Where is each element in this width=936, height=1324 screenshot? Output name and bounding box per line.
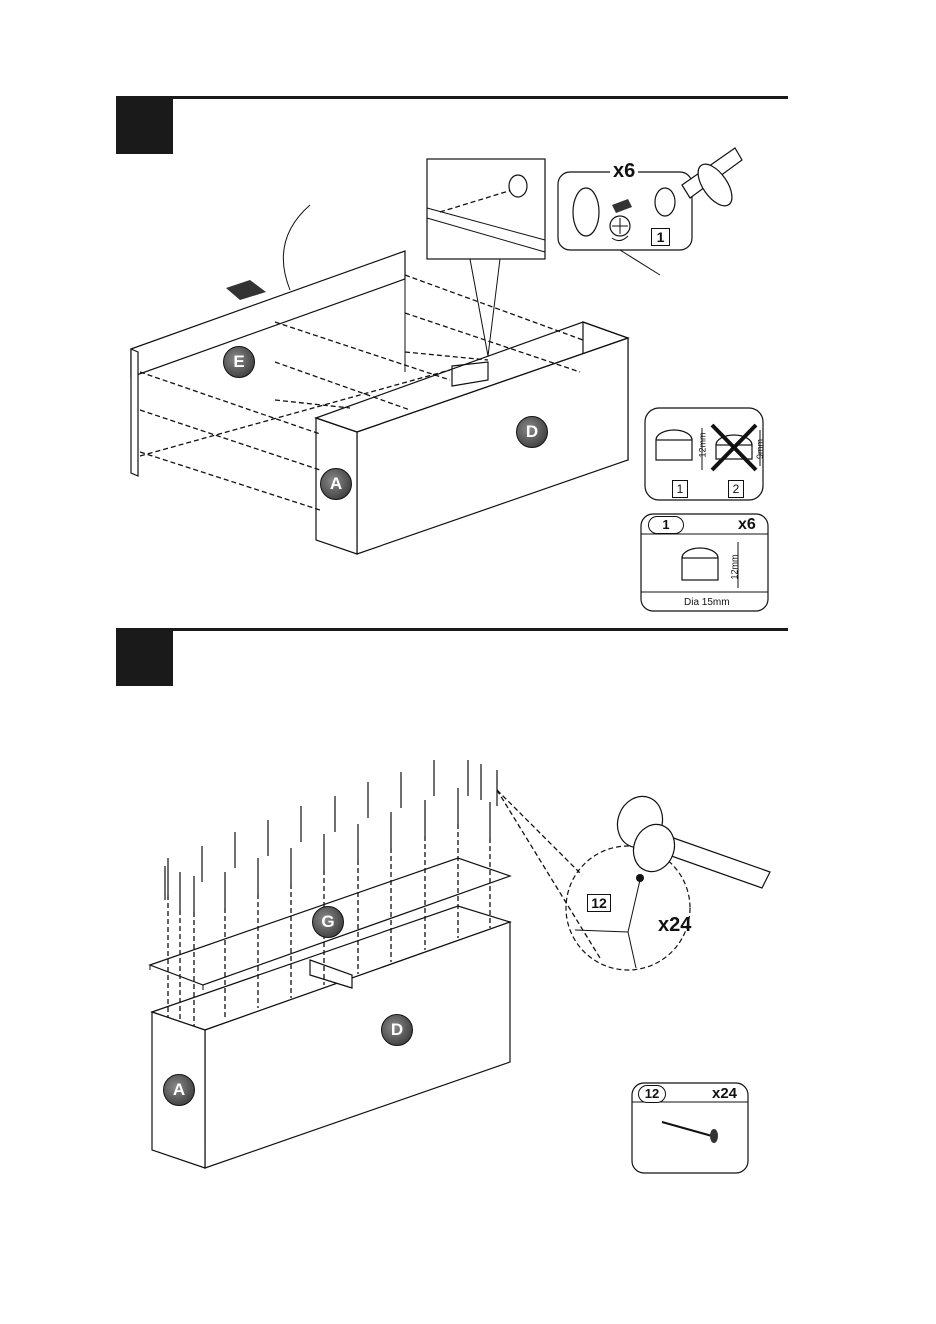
cam-compare-ok-label: 1 (672, 480, 688, 498)
magnifier-leader-1 (497, 790, 582, 875)
parts-box-cam-diameter: Dia 15mm (684, 597, 730, 608)
part-label-d-step2: D (381, 1014, 413, 1046)
part-label-d: D (516, 416, 548, 448)
cam-compare-bad-depth: 9mm (755, 439, 765, 459)
nail-head-detail (636, 874, 644, 882)
nail-icon-head (710, 1129, 718, 1143)
part-label-e: E (223, 346, 255, 378)
cam-callout-part-no: 1 (651, 228, 670, 246)
nail-callout-part-no: 12 (587, 894, 611, 912)
parts-box-nail-part-no: 12 (638, 1085, 666, 1103)
parts-box-cam-count: x6 (738, 516, 756, 534)
part-label-g: G (312, 906, 344, 938)
cam-compare-bad-label: 2 (728, 480, 744, 498)
part-label-a: A (320, 468, 352, 500)
cam-callout-count: x6 (610, 160, 638, 183)
parts-box-cam-part-no: 1 (648, 516, 684, 534)
magnifier-circle (566, 846, 690, 970)
parts-box-nail-count: x24 (712, 1085, 737, 1102)
nail-callout-count: x24 (658, 914, 691, 937)
parts-box-cam-depth: 12mm (730, 554, 740, 579)
cam-compare-ok-depth: 12mm (698, 432, 708, 457)
part-label-a-step2: A (163, 1074, 195, 1106)
